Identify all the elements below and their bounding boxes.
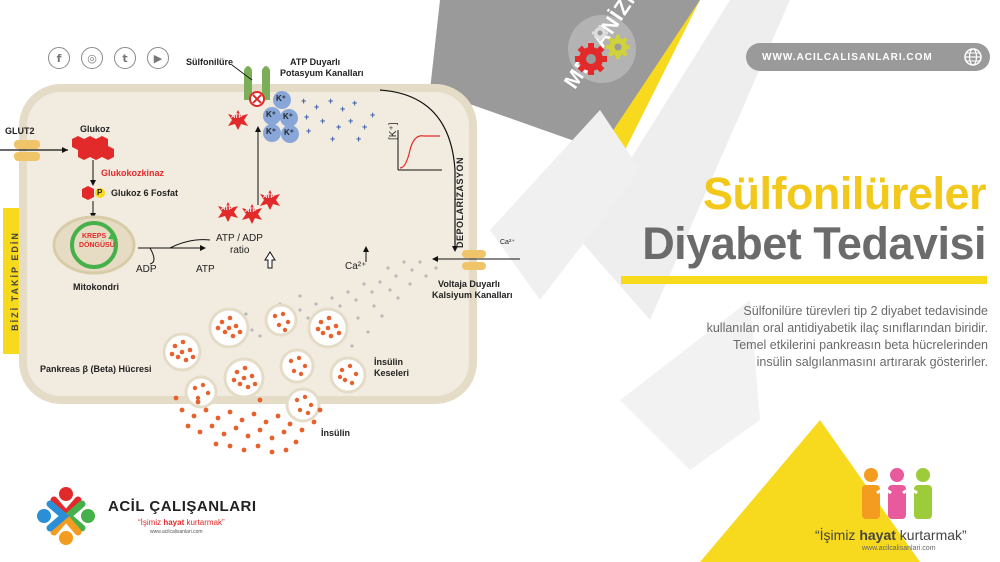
vgcc-label-2: Kalsiyum Kanalları: [432, 290, 513, 300]
mitochondria: [52, 215, 136, 275]
glucokinase-label: Glukokozkinaz: [101, 168, 165, 178]
title-underline: [621, 276, 987, 284]
svg-text:+: +: [301, 96, 306, 106]
vesicles-label-1: İnsülin: [374, 357, 403, 367]
potassium-graph: [397, 130, 442, 171]
atp-badge-2: ATP: [245, 208, 257, 214]
katp-label-1: ATP Duyarlı: [290, 57, 341, 67]
bg-yellow-bottom: [700, 420, 920, 562]
potassium-ion-label-5: K⁺: [284, 128, 294, 137]
globe-icon: [964, 48, 982, 66]
potassium-ion-label-2: K⁺: [266, 110, 276, 119]
g6p-label: Glukoz 6 Fosfat: [111, 188, 179, 198]
bg-gray-ribbon: [430, 0, 700, 150]
krebs-label-2: DÖNGÜSÜ: [79, 242, 115, 249]
calcium-channel: [462, 250, 486, 258]
ratio-label: ratio: [230, 245, 250, 256]
krebs-label-1: KREPS: [82, 233, 107, 240]
instagram-icon[interactable]: ◎: [81, 47, 103, 69]
vesicle-granules: [169, 311, 359, 416]
twitter-icon[interactable]: t: [114, 47, 136, 69]
potassium-conc-label: [K⁺]: [388, 122, 399, 140]
sulfonylurea-label: Sülfonilüre: [186, 57, 233, 67]
slogan-part-1: “İşimiz: [138, 518, 164, 527]
svg-text:+: +: [330, 134, 335, 144]
website-pill[interactable]: WWW.ACILCALISANLARI.COM: [746, 43, 990, 71]
svg-text:+: +: [362, 122, 367, 132]
insulin-label: İnsülin: [321, 428, 350, 438]
svg-text:+: +: [336, 122, 341, 132]
svg-text:+: +: [314, 102, 319, 112]
potassium-ion-label-4: K⁺: [266, 127, 276, 136]
potassium-ion-label-3: K⁺: [283, 112, 293, 121]
svg-text:+: +: [356, 134, 361, 144]
calcium-dots: [244, 260, 438, 348]
footer-slogan: “İşimiz hayat kurtarmak”: [815, 527, 967, 543]
slogan-part-bold: hayat: [163, 518, 185, 527]
atp-adp-label: ATP / ADP: [216, 233, 263, 244]
vgcc-label-1: Voltaja Duyarlı: [438, 279, 500, 289]
vesicles-label-2: Keseleri: [374, 368, 410, 378]
footer-slogan-part-2: kurtarmak”: [895, 527, 967, 543]
bg-light-wedge-2: [620, 300, 760, 470]
brand-url-small: www.acilcalisanlari.com: [150, 529, 203, 535]
potassium-ions: [263, 91, 299, 143]
website-url: WWW.ACILCALISANLARI.COM: [762, 51, 933, 63]
brand-logo-icon: [37, 487, 95, 545]
footer-url: www.acilcalisanlari.com: [862, 545, 936, 552]
svg-text:+: +: [348, 116, 353, 126]
glut2-channel: [14, 140, 40, 149]
svg-text:+: +: [352, 98, 357, 108]
cell-label: Pankreas β (Beta) Hücresi: [40, 364, 152, 374]
title-line-2: Diyabet Tedavisi: [642, 218, 986, 269]
svg-text:+: +: [370, 110, 375, 120]
svg-text:+: +: [340, 104, 345, 114]
krebs-cycle-ring: [70, 221, 118, 269]
katp-channel: [244, 66, 270, 107]
facebook-icon[interactable]: f: [48, 47, 70, 69]
adp-label: ADP: [136, 264, 157, 275]
social-bar: f ◎ t ▶: [48, 47, 169, 69]
bg-light-band: [580, 0, 790, 320]
slogan-part-2: kurtarmak”: [184, 518, 225, 527]
title-line-1: Sülfonilüreler: [702, 168, 987, 219]
svg-text:+: +: [328, 96, 333, 106]
insulin-vesicles: [162, 303, 367, 423]
people-logo-icon: [862, 468, 932, 519]
depolarization-label: DEPOLARİZASYON: [455, 156, 465, 248]
bg-light-wedge: [490, 110, 640, 300]
atp-badge-channel: ATP: [231, 114, 243, 120]
atp-badge-1: ATP: [221, 206, 233, 212]
article-description: Sülfonilüre türevleri tip 2 diyabet teda…: [706, 304, 988, 369]
mitochondria-label: Mitokondri: [73, 282, 119, 292]
svg-text:+: +: [306, 126, 311, 136]
brand-name: ACİL ÇALIŞANLARI: [108, 498, 257, 515]
brand-slogan: “İşimiz hayat kurtarmak”: [138, 518, 225, 527]
glut2-label: GLUT2: [5, 126, 35, 136]
gears-icon: [568, 15, 636, 83]
atp-badge-3: ATP: [263, 194, 275, 200]
katp-label-2: Potasyum Kanalları: [280, 68, 364, 78]
released-insulin: [173, 395, 323, 455]
glucose-label: Glukoz: [80, 124, 111, 134]
footer-slogan-part-1: “İşimiz: [815, 527, 860, 543]
atp-label: ATP: [196, 264, 215, 275]
glucose-cluster: [72, 136, 114, 160]
footer-slogan-bold: hayat: [859, 527, 896, 543]
svg-text:+: +: [320, 116, 325, 126]
potassium-ion-label-1: K⁺: [276, 94, 286, 103]
phosphate-label: P: [97, 188, 103, 197]
youtube-icon[interactable]: ▶: [147, 47, 169, 69]
beta-cell-diagram: +++ +++ +++ +++ ++: [0, 64, 520, 455]
svg-text:+: +: [304, 112, 309, 122]
calcium-label: Ca²⁺: [345, 261, 367, 272]
calcium-outside-label: Ca²⁺: [500, 239, 515, 246]
